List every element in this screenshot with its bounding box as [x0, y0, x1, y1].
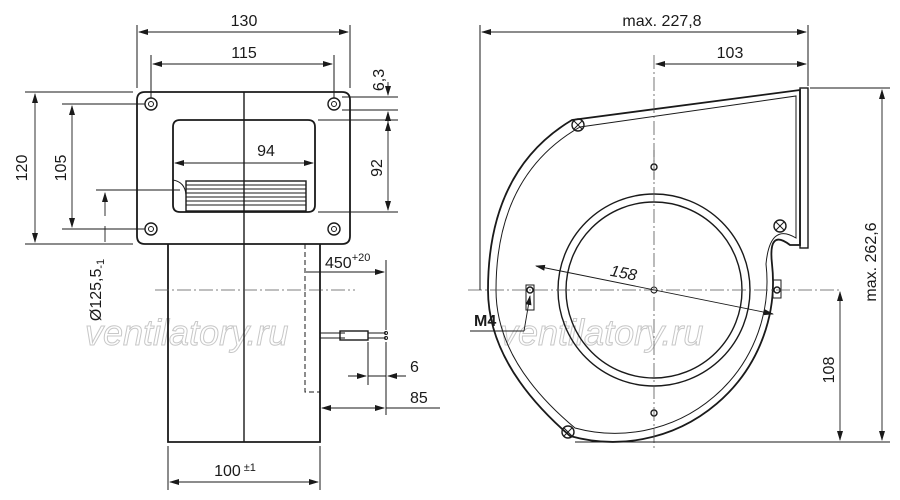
dim-103: 103	[717, 45, 744, 62]
outlet-opening	[172, 119, 316, 213]
dim-105: 105	[53, 155, 70, 182]
dim-6-3: 6,3	[371, 69, 388, 91]
flange-holes	[144, 97, 341, 236]
impeller-slats	[172, 179, 307, 212]
dim-cable-length-value: 450	[325, 255, 352, 272]
side-view: 130 115 94 6,3 92 120 105 Ø1	[14, 13, 440, 490]
dim-115: 115	[231, 45, 257, 62]
outlet-flange	[799, 87, 809, 249]
front-view: 158 M4 max. 227,8 103 max. 262,6 108	[468, 13, 890, 448]
watermark-right: ventilatory.ru	[500, 312, 703, 353]
dim-body-width: 100±1	[214, 462, 256, 480]
housing-screws	[561, 118, 787, 439]
cable-exit	[304, 244, 320, 393]
dim-max-height: max. 262,6	[863, 222, 880, 301]
dim-92: 92	[369, 159, 386, 177]
dim-6: 6	[410, 359, 419, 376]
cable	[320, 330, 388, 341]
dim-120: 120	[14, 155, 31, 182]
dim-108: 108	[821, 357, 838, 384]
dim-diameter-value: Ø125,5	[88, 269, 105, 322]
dim-94: 94	[257, 143, 275, 160]
dim-85: 85	[410, 390, 428, 407]
volute-inner	[495, 95, 797, 434]
thread-m4: M4	[474, 313, 496, 330]
dim-130: 130	[231, 13, 258, 30]
dim-body-width-value: 100	[214, 463, 241, 480]
dim-158: 158	[609, 263, 639, 285]
dim-cable-length: 450+20	[325, 252, 370, 272]
volute-housing	[487, 88, 801, 443]
dim-max-width: max. 227,8	[622, 13, 701, 30]
dim-body-width-tolerance: ±1	[244, 462, 256, 474]
watermark-left: ventilatory.ru	[85, 312, 288, 353]
dim-diameter-tolerance: -1	[95, 259, 107, 269]
dim-cable-length-tolerance: +20	[352, 252, 371, 264]
flange-plate	[136, 91, 351, 245]
dim-diameter: Ø125,5-1	[88, 259, 107, 321]
